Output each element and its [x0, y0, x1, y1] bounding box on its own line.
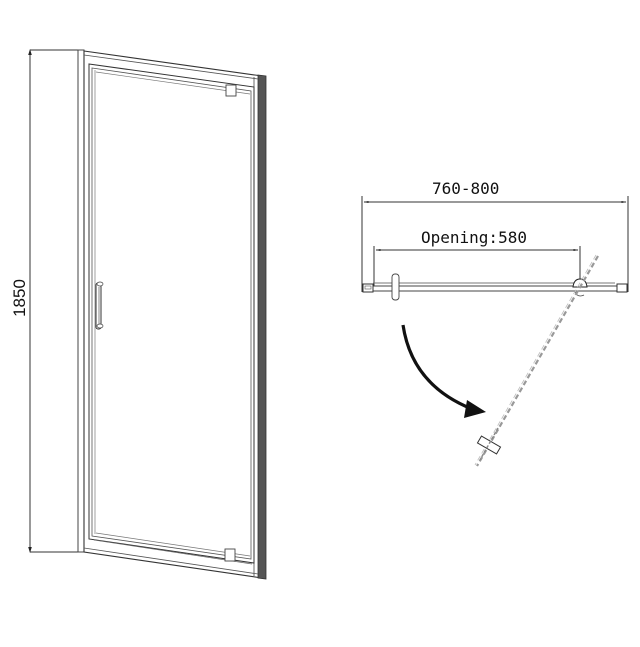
plan-view — [361, 196, 629, 467]
open-door-dashed — [474, 254, 599, 467]
door-handle — [95, 281, 104, 330]
width-dimension — [361, 196, 629, 292]
opening-dimension-label: Opening:580 — [421, 228, 527, 247]
height-dimension — [28, 49, 80, 553]
closed-door-panel — [362, 273, 628, 301]
swing-direction-arrow — [401, 324, 486, 418]
opening-dimension — [373, 246, 581, 286]
front-elevation-view — [28, 49, 267, 580]
bottom-pivot-hinge — [224, 548, 236, 562]
width-dimension-label: 760-800 — [432, 179, 500, 198]
top-pivot-hinge — [225, 84, 237, 97]
height-dimension-label: 1850 — [10, 279, 29, 317]
glass-panel — [88, 63, 255, 565]
